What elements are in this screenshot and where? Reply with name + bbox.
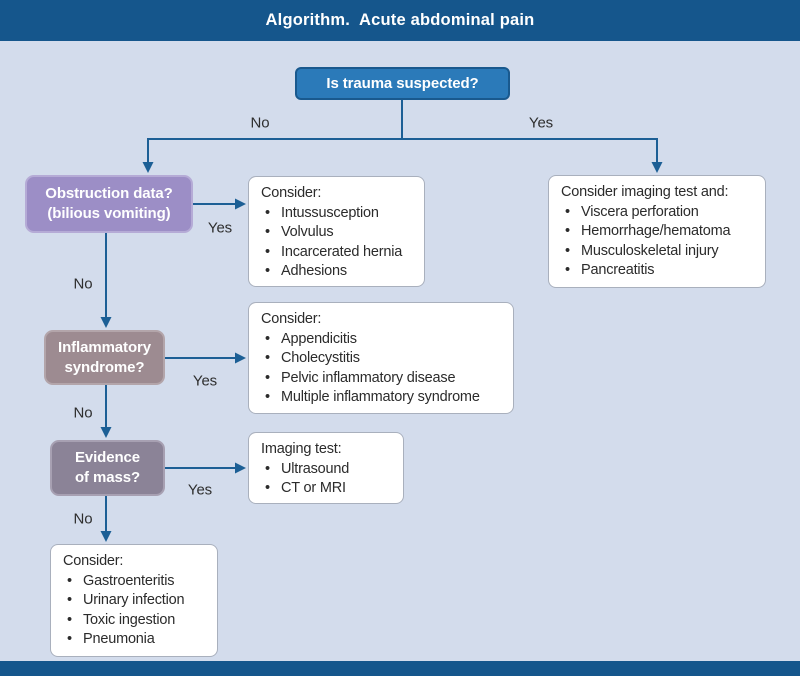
result-list: Appendicitis Cholecystitis Pelvic inflam…: [261, 330, 501, 408]
arrowhead-right-inflammatory-yes: [235, 352, 246, 364]
result-box-title: Consider:: [63, 553, 124, 569]
result-box-inflammatory: Consider: Appendicitis Cholecystitis Pel…: [248, 302, 514, 414]
node-obstruction-line2: (bilious vomiting): [47, 205, 171, 222]
result-box-title: Consider:: [261, 185, 322, 201]
result-box-mass: Imaging test: Ultrasound CT or MRI: [248, 432, 404, 504]
arrowhead-right-mass-yes: [235, 462, 246, 474]
result-item: Pelvic inflammatory disease: [261, 369, 501, 389]
node-mass-line1: Evidence: [74, 449, 141, 466]
node-inflammatory-line2: syndrome?: [64, 358, 145, 376]
arrowhead-down-obstruction: [142, 162, 154, 173]
result-item: Appendicitis: [261, 330, 501, 350]
figure-title: Algorithm. Acute abdominal pain: [265, 11, 535, 29]
label-no-obstruction: No: [73, 275, 93, 293]
node-obstruction-question: Obstruction data? (bilious vomiting): [25, 175, 193, 233]
result-item: Pneumonia: [63, 630, 205, 650]
result-item: Hemorrhage/hematoma: [561, 222, 753, 242]
label-yes-mass: Yes: [187, 481, 213, 499]
result-item: Urinary infection: [63, 591, 205, 611]
node-inflammatory-question: Inflammatory syndrome?: [44, 330, 165, 385]
label-no-mass: No: [73, 510, 93, 528]
result-list: Intussusception Volvulus Incarcerated he…: [261, 204, 412, 282]
result-item: Ultrasound: [261, 460, 391, 480]
result-item: Toxic ingestion: [63, 611, 205, 631]
footer-bar: [0, 661, 800, 676]
result-item: CT or MRI: [261, 479, 391, 499]
result-item: Multiple inflammatory syndrome: [261, 388, 501, 408]
result-item: Adhesions: [261, 262, 412, 282]
node-mass-question: Evidence of mass?: [50, 440, 165, 496]
result-item: Pancreatitis: [561, 261, 753, 281]
label-yes-trauma: Yes: [528, 114, 554, 132]
node-mass-line2: of mass?: [74, 469, 141, 486]
arrowhead-down-trauma-yes: [651, 162, 663, 173]
node-inflammatory-line1: Inflammatory: [58, 338, 151, 356]
result-box-final: Consider: Gastroenteritis Urinary infect…: [50, 544, 218, 657]
label-no-trauma: No: [250, 114, 270, 132]
node-trauma-question: Is trauma suspected?: [295, 67, 510, 100]
arrowhead-down-inflammatory: [100, 317, 112, 328]
node-obstruction-line1: Obstruction data?: [45, 185, 173, 202]
arrowheads: [100, 162, 663, 542]
result-item: Cholecystitis: [261, 349, 501, 369]
result-item: Viscera perforation: [561, 203, 753, 223]
result-item: Incarcerated hernia: [261, 243, 412, 263]
result-item: Musculoskeletal injury: [561, 242, 753, 262]
label-yes-inflammatory: Yes: [192, 372, 218, 390]
result-box-obstruction: Consider: Intussusception Volvulus Incar…: [248, 176, 425, 287]
result-item: Intussusception: [261, 204, 412, 224]
connector-lines: [105, 100, 658, 532]
arrowhead-down-final: [100, 531, 112, 542]
label-yes-obstruction: Yes: [207, 219, 233, 237]
result-box-trauma: Consider imaging test and: Viscera perfo…: [548, 175, 766, 288]
result-list: Ultrasound CT or MRI: [261, 460, 391, 499]
result-item: Gastroenteritis: [63, 572, 205, 592]
result-box-title: Consider imaging test and:: [561, 184, 729, 200]
result-item: Volvulus: [261, 223, 412, 243]
result-list: Viscera perforation Hemorrhage/hematoma …: [561, 203, 753, 281]
node-trauma-label: Is trauma suspected?: [326, 74, 479, 92]
arrowhead-right-obstruction-yes: [235, 198, 246, 210]
result-box-title: Imaging test:: [261, 441, 342, 457]
arrowhead-down-mass: [100, 427, 112, 438]
result-list: Gastroenteritis Urinary infection Toxic …: [63, 572, 205, 650]
result-box-title: Consider:: [261, 311, 322, 327]
label-no-inflammatory: No: [73, 404, 93, 422]
title-bar: Algorithm. Acute abdominal pain: [0, 0, 800, 41]
